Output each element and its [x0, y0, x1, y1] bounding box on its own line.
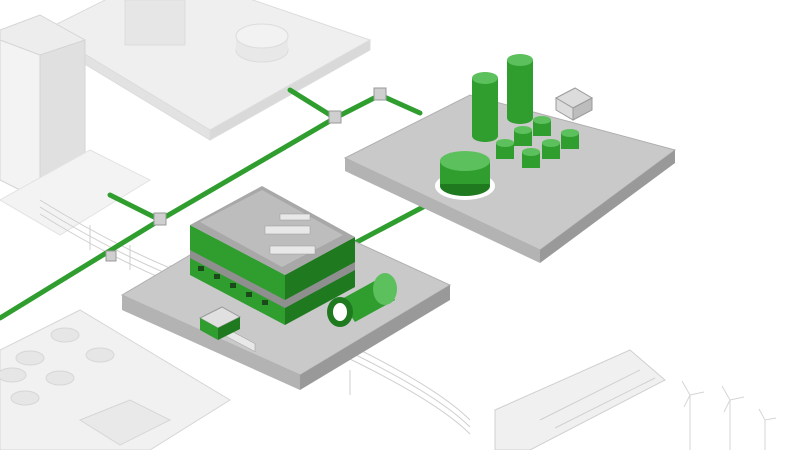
battery-storage — [0, 309, 231, 450]
tall-tanks — [472, 54, 533, 142]
control-unit — [554, 87, 594, 121]
generator-unit — [198, 306, 242, 340]
factory-icon — [190, 186, 355, 352]
wind-turbine-icon — [681, 380, 777, 450]
pipe-junctions — [105, 87, 387, 262]
dam-icon — [494, 349, 666, 450]
small-tanks — [496, 116, 579, 168]
office-building-icon — [0, 14, 152, 236]
horizontal-tank — [327, 273, 397, 327]
background-plant-top — [43, 0, 372, 141]
tank-farm-platform — [343, 94, 677, 263]
factory-windows — [198, 266, 268, 305]
storage-tank-icon — [435, 151, 495, 200]
